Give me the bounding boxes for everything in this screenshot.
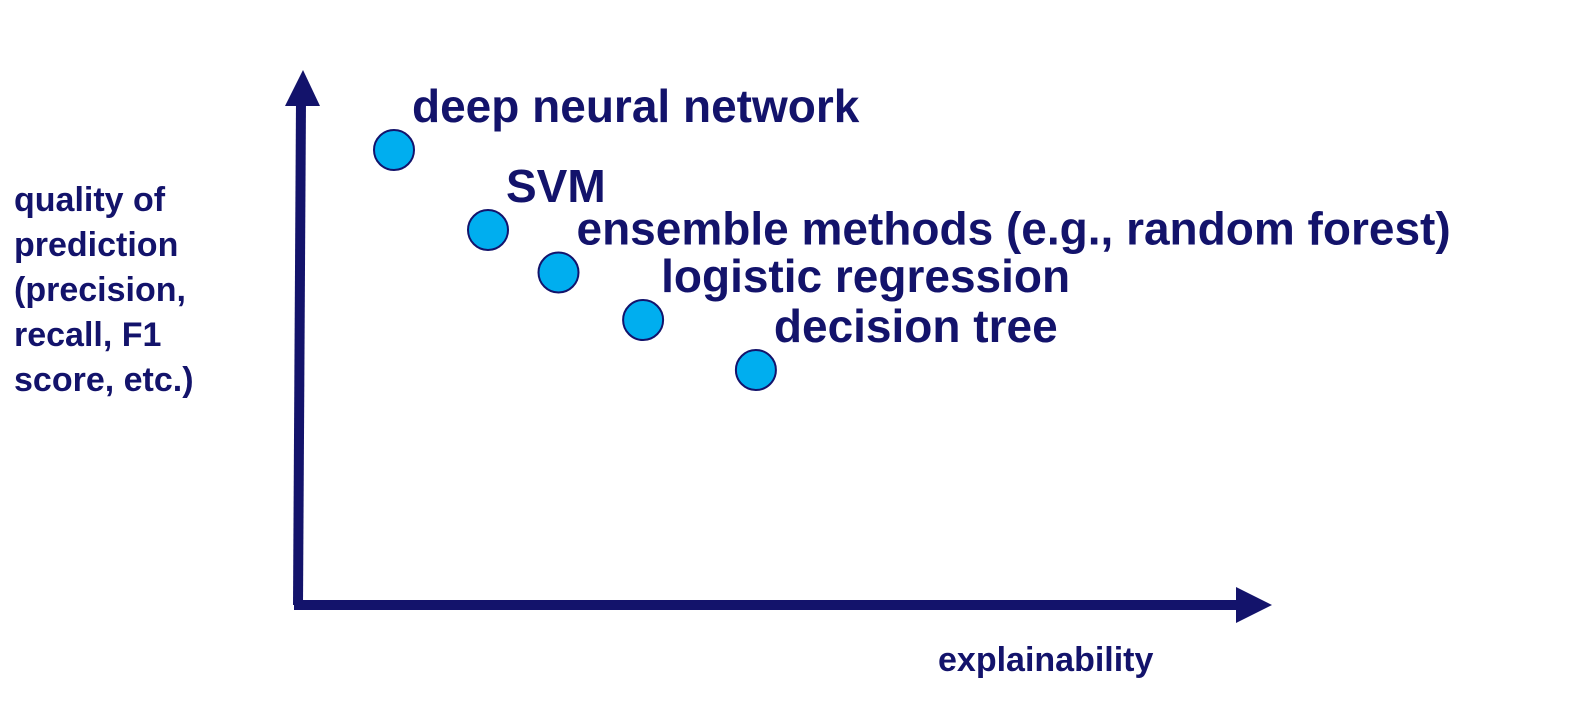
x-axis-label: explainability [938,641,1154,679]
data-point: SVM [467,160,606,251]
y-axis-label-line: recall, F1 [14,316,162,354]
data-point: deep neural network [373,80,860,171]
point-marker [734,349,777,391]
point-label: SVM [506,160,606,212]
point-label: deep neural network [412,80,860,132]
axes [285,70,1272,623]
y-axis-label-line: score, etc.) [14,361,194,399]
y-axis-label-line: prediction [14,226,179,264]
point-label: ensemble methods (e.g., random forest) [577,203,1451,255]
point-marker [537,251,580,294]
x-axis-arrow [1236,587,1272,623]
data-point: decision tree [734,300,1058,391]
point-label: decision tree [774,300,1058,352]
y-axis-label: quality of prediction (precision, recall… [14,178,254,403]
y-axis-label-line: quality of [14,181,166,219]
y-axis-label-line: (precision, [14,271,186,309]
point-label: logistic regression [661,250,1070,302]
data-point: ensemble methods (e.g., random forest) [537,203,1451,294]
y-axis-line [293,99,306,606]
point-marker [467,209,509,251]
data-point: logistic regression [622,250,1070,341]
y-axis-arrow [285,70,320,106]
point-marker [373,129,415,171]
point-marker [622,299,665,341]
